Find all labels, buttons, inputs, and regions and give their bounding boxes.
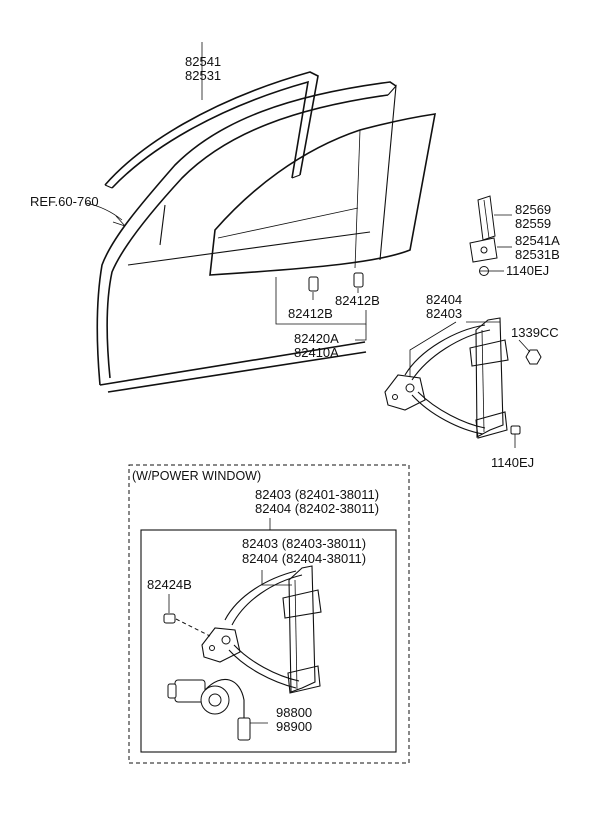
manual-window-regulator	[384, 317, 509, 439]
window-molding	[104, 71, 319, 189]
door-frame-outline	[96, 81, 397, 393]
bracket-bolt-top	[479, 266, 489, 276]
label-motor-a: 98800	[276, 705, 312, 720]
regulator-bolt-bottom	[510, 425, 521, 448]
label-clip-left: 82412B	[288, 306, 333, 321]
label-pw-reg-2: 82404 (82404-38011)	[242, 551, 366, 566]
window-motor	[167, 678, 268, 741]
regulator-nut	[518, 339, 542, 365]
glass-clip-right	[353, 272, 364, 288]
label-bracket-b: 82531B	[515, 247, 560, 262]
label-ref-section: REF.60-760	[30, 194, 99, 209]
power-window-regulator	[201, 565, 322, 694]
channel-bracket	[469, 237, 498, 263]
label-bolt-bottom: 1140EJ	[491, 455, 534, 470]
channel-leader-lines	[489, 214, 512, 272]
label-molding-front: 82541	[185, 54, 221, 69]
power-window-leader-lines	[261, 518, 292, 586]
regulator-leader-lines	[409, 321, 500, 377]
run-channel-piece	[477, 195, 496, 241]
glass-clip-left	[308, 276, 319, 292]
label-pw-assy-2: 82404 (82402-38011)	[255, 501, 379, 516]
label-glass-a: 82420A	[294, 331, 339, 346]
label-motor-b: 98900	[276, 719, 312, 734]
power-window-title: (W/POWER WINDOW)	[132, 469, 261, 483]
label-molding-rear: 82531	[185, 68, 221, 83]
power-window-option-box	[128, 464, 410, 764]
power-window-screw	[163, 594, 211, 637]
door-glass	[209, 113, 436, 276]
label-channel-b: 82559	[515, 216, 551, 231]
label-channel-a: 82569	[515, 202, 551, 217]
label-clip-right: 82412B	[335, 293, 380, 308]
label-pw-assy-1: 82403 (82401-38011)	[255, 487, 379, 502]
glass-leader-lines	[85, 42, 367, 341]
label-pw-screw: 82424B	[147, 577, 192, 592]
label-pw-reg-1: 82403 (82403-38011)	[242, 536, 366, 551]
label-bolt-top: 1140EJ	[506, 263, 549, 278]
label-glass-b: 82410A	[294, 345, 339, 360]
label-nut: 1339CC	[511, 325, 559, 340]
label-regulator-b: 82403	[426, 306, 462, 321]
power-window-inner-box	[140, 529, 397, 753]
label-bracket-a: 82541A	[515, 233, 560, 248]
label-regulator-a: 82404	[426, 292, 462, 307]
